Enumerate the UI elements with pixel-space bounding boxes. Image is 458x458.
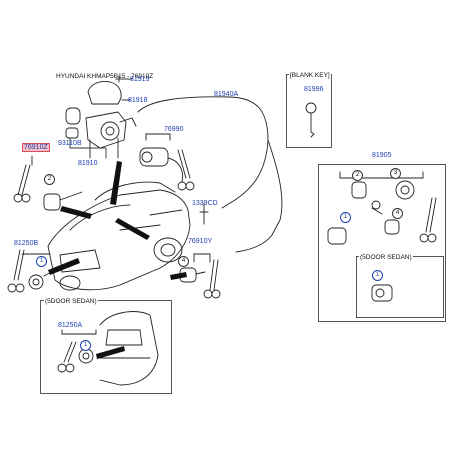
group-81905-box [318,164,446,322]
car-rear-illustration [99,311,159,386]
label-81250a: 81250A [58,322,83,329]
label-81919: 81919 [130,76,150,83]
lock-set-81250b [7,249,71,293]
callout-4: 4 [178,256,189,267]
blank-key-box-title: [BLANK KEY] [289,72,331,80]
blank-key-drawing [305,102,317,138]
label-76910z: 76910Z [22,143,50,152]
cable-line [137,96,269,209]
lock-set-76910z [13,164,83,211]
diagram-caption: HYUNDAI KHMAP5B15 - 76910Z [56,73,154,80]
lock-set-5door-right [371,284,393,302]
callout-1: 1 [36,256,47,267]
door-sedan-bottom-title: (5DOOR SEDAN) [44,298,98,306]
label-81996: 81996 [304,86,324,93]
label-1339cd: 1339CD [192,200,218,207]
label-76990: 76990 [164,126,184,133]
lock-set-81250a [57,329,97,373]
callout-2: 2 [352,170,363,181]
label-93110b: 93110B [58,140,82,147]
label-81940a: 81940A [214,91,239,98]
label-81905: 81905 [372,152,392,159]
ignition-assembly [65,75,137,149]
callout-1: 1 [340,212,351,223]
label-81918: 81918 [128,97,148,104]
callout-1: 1 [80,340,91,351]
blank-key-box [286,74,332,148]
door-sedan-right-title: (5DOOR SEDAN) [359,254,413,262]
door-sedan-bottom-box [40,300,172,394]
label-81910: 81910 [78,160,98,167]
callout-2: 2 [44,174,55,185]
label-76910y: 76910Y [188,238,213,245]
callout-4: 4 [392,208,403,219]
lock-set-76990 [139,147,195,191]
car-illustration [47,181,191,291]
label-81250b: 81250B [14,240,39,247]
door-sedan-right-box [356,256,444,318]
callout-3: 3 [390,168,401,179]
callout-1: 1 [372,270,383,281]
